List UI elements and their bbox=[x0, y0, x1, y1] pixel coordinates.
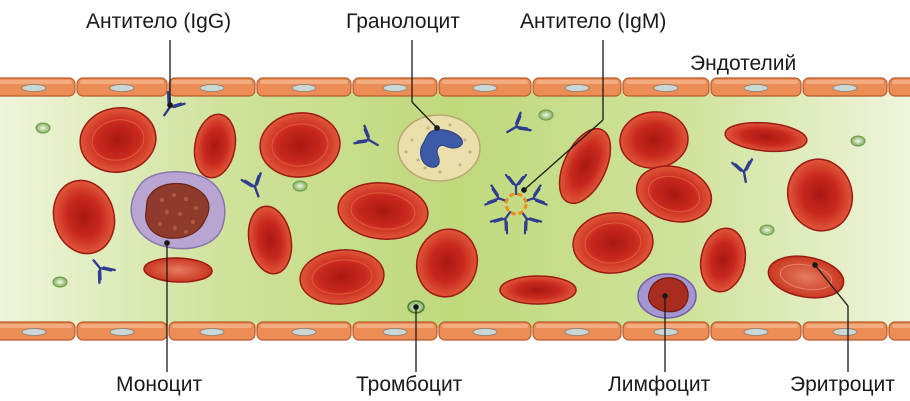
endothelial-cell bbox=[889, 322, 910, 340]
endothelial-cell bbox=[0, 78, 75, 96]
monocyte bbox=[131, 172, 225, 249]
endothelial-cell bbox=[353, 78, 437, 96]
platelet bbox=[53, 277, 67, 287]
platelet bbox=[36, 123, 50, 133]
endothelial-cell bbox=[803, 78, 887, 96]
endothelial-cell bbox=[439, 78, 531, 96]
label-lymphocyte: Лимфоцит bbox=[608, 373, 710, 397]
endothelium-top bbox=[0, 78, 910, 96]
label-endothelium: Эндотелий bbox=[690, 52, 796, 76]
endothelial-cell bbox=[889, 78, 910, 96]
granulocyte bbox=[398, 115, 480, 181]
endothelial-cell bbox=[257, 322, 351, 340]
endothelial-cell bbox=[711, 78, 801, 96]
label-monocyte: Моноцит bbox=[116, 373, 202, 397]
label-granulocyte: Гранолоцит bbox=[346, 10, 460, 34]
endothelial-cell bbox=[711, 322, 801, 340]
platelet bbox=[851, 136, 865, 146]
label-antibody-igm: Антитело (IgM) bbox=[520, 10, 666, 34]
endothelial-cell bbox=[623, 78, 709, 96]
platelet bbox=[760, 225, 774, 235]
endothelium-bottom bbox=[0, 322, 910, 340]
endothelial-cell bbox=[803, 322, 887, 340]
endothelial-cell bbox=[533, 322, 621, 340]
endothelial-cell bbox=[0, 322, 75, 340]
endothelial-cell bbox=[77, 322, 167, 340]
label-erythrocyte: Эритроцит bbox=[790, 373, 895, 397]
label-platelet: Тромбоцит bbox=[356, 373, 462, 397]
endothelial-cell bbox=[77, 78, 167, 96]
label-antibody-igg: Антитело (IgG) bbox=[86, 10, 231, 34]
erythrocyte bbox=[500, 276, 576, 304]
endothelial-cell bbox=[353, 322, 437, 340]
endothelial-cell bbox=[257, 78, 351, 96]
endothelial-cell bbox=[623, 322, 709, 340]
endothelial-cell bbox=[533, 78, 621, 96]
platelet bbox=[539, 110, 553, 120]
endothelial-cell bbox=[169, 322, 255, 340]
endothelial-cell bbox=[439, 322, 531, 340]
platelet bbox=[293, 181, 307, 191]
endothelial-cell bbox=[169, 78, 255, 96]
